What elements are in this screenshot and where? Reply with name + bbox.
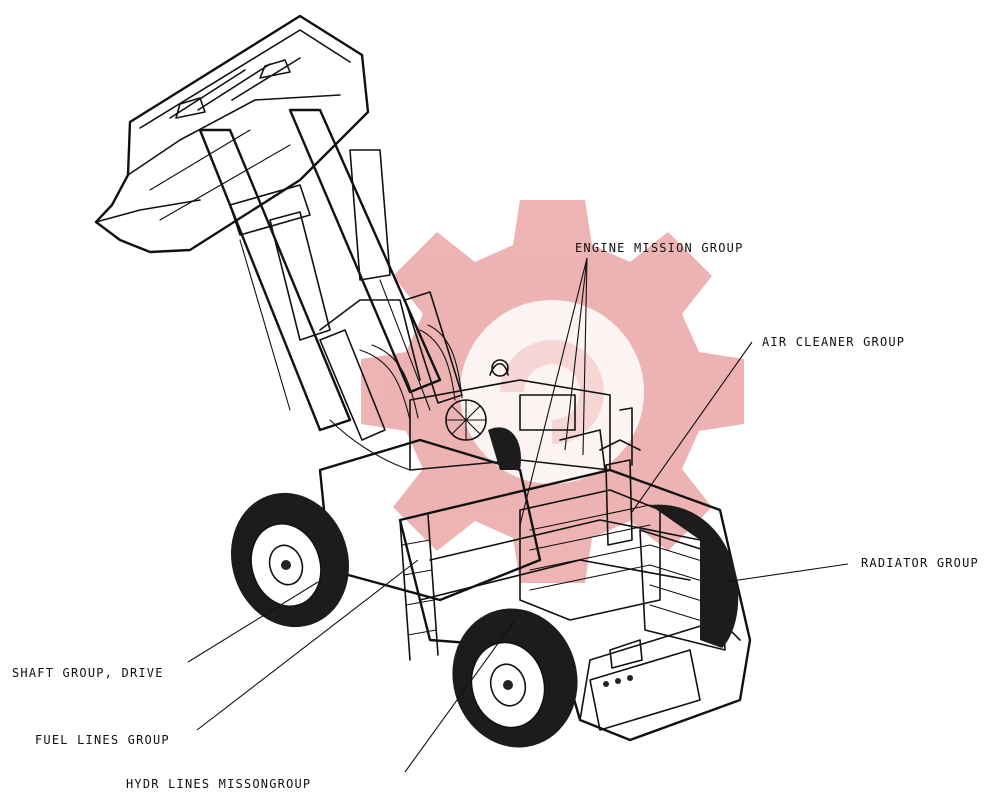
leader-engine-mission-a: [519, 257, 588, 526]
leader-radiator: [724, 563, 849, 583]
leader-fuel-lines: [196, 559, 419, 731]
leader-engine-mission-c: [582, 257, 588, 456]
rear-right-wheel: [650, 504, 739, 648]
front-right-wheel: [488, 427, 521, 470]
lift-arms: [198, 108, 442, 432]
callout-air-cleaner-group: AIR CLEANER GROUP: [762, 335, 905, 349]
hydraulic-cylinders: [319, 291, 463, 471]
callout-engine-mission-group: ENGINE MISSION GROUP: [575, 241, 744, 255]
callout-hydr-lines-group: HYDR LINES MISSONGROUP: [126, 777, 311, 791]
leader-air-cleaner: [631, 341, 753, 513]
engine-compartment: [519, 407, 726, 651]
callout-fuel-lines-group: FUEL LINES GROUP: [35, 733, 170, 747]
callout-shaft-group-drive: SHAFT GROUP, DRIVE: [12, 666, 164, 680]
gear-logo-icon: [361, 200, 744, 583]
loader-bucket: [94, 14, 370, 254]
callout-radiator-group: RADIATOR GROUP: [861, 556, 979, 570]
front-left-wheel: [230, 492, 350, 628]
rear-left-wheel: [452, 608, 578, 748]
leader-engine-mission-b: [564, 257, 588, 451]
leader-lines: [187, 257, 849, 773]
leader-hydr-lines: [404, 619, 516, 773]
leader-shaft-drive: [187, 581, 319, 663]
access-ladder: [399, 514, 439, 661]
